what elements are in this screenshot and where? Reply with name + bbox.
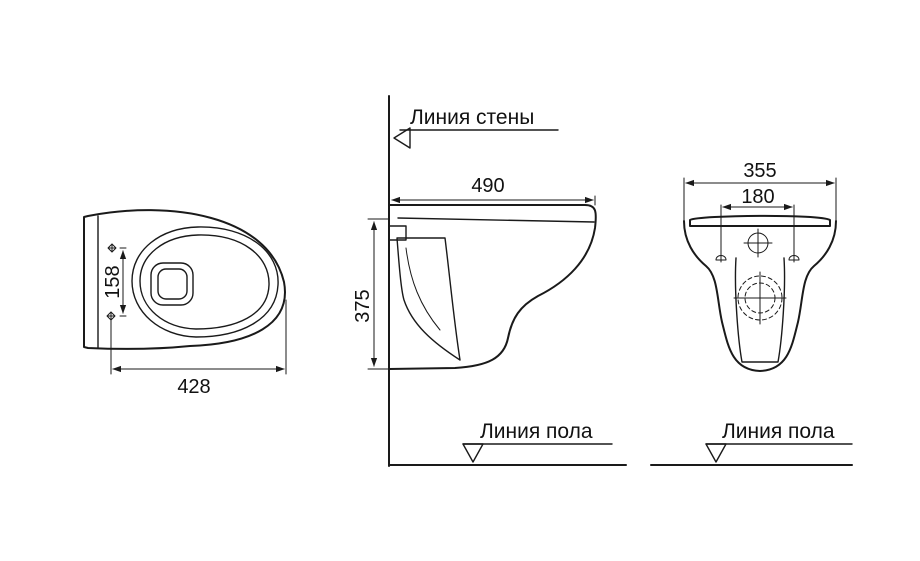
dimension-180: 180 xyxy=(741,186,774,208)
front-view-outlet xyxy=(733,271,787,325)
side-view-trap xyxy=(396,237,461,361)
side-view-back-plate xyxy=(389,225,407,241)
wall-line-label: Линия стены xyxy=(410,106,534,129)
wall-line-symbol xyxy=(393,127,411,149)
floor-line-label: Линия пола xyxy=(480,420,593,443)
top-view-outlet-outer xyxy=(150,262,194,306)
side-view: Линия стены 490 375 Линия пола xyxy=(352,95,627,467)
dimension-158: 158 xyxy=(102,265,124,298)
dimension-428: 428 xyxy=(177,376,210,398)
top-view-outline xyxy=(83,209,286,350)
top-view-outlet-inner xyxy=(157,268,188,300)
top-view-rim-inner xyxy=(139,234,270,330)
dimension-355: 355 xyxy=(743,160,776,182)
front-view-outline xyxy=(683,220,837,372)
side-view-outline xyxy=(388,204,597,370)
top-view-mounting-hole xyxy=(106,311,116,321)
front-view-top xyxy=(689,214,831,227)
front-view-connection-hole xyxy=(743,228,773,258)
top-view-rim-outer xyxy=(131,226,279,338)
front-view: 355 180 Линия пола xyxy=(650,160,853,466)
front-view-mounting-hole xyxy=(715,204,727,263)
floor-line-label: Линия пола xyxy=(722,420,835,443)
dimension-490: 490 xyxy=(471,175,504,197)
floor-line-symbol xyxy=(705,443,727,463)
floor-line-symbol xyxy=(462,443,484,463)
front-view-inner xyxy=(734,257,786,363)
top-view: 158 428 xyxy=(83,209,287,398)
dimension-375: 375 xyxy=(352,289,374,322)
front-view-mounting-hole xyxy=(788,204,800,263)
side-view-seat-line xyxy=(397,217,595,223)
top-view-mounting-hole xyxy=(107,243,117,253)
